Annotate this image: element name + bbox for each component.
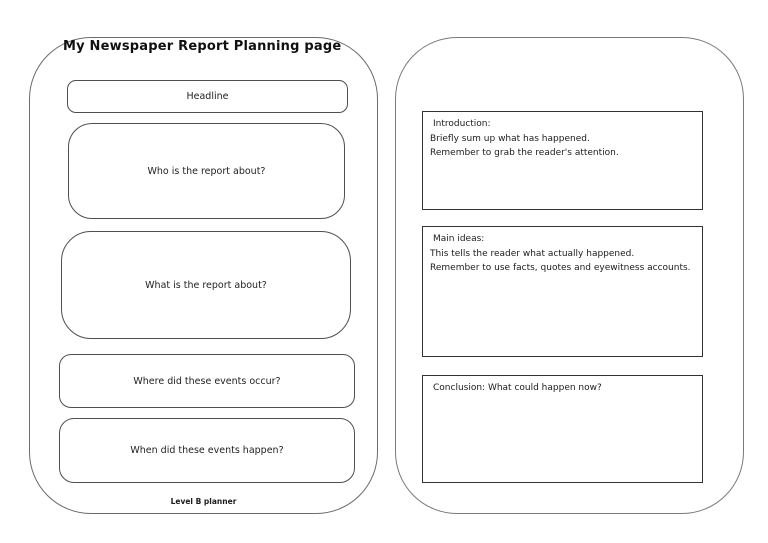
who-box: Who is the report about? xyxy=(68,123,345,219)
main-ideas-line: Remember to use facts, quotes and eyewit… xyxy=(430,263,691,273)
page-title: My Newspaper Report Planning page xyxy=(63,39,342,54)
where-label: Where did these events occur? xyxy=(133,375,281,387)
when-box: When did these events happen? xyxy=(59,418,355,483)
conclusion-heading: Conclusion: What could happen now? xyxy=(433,383,602,393)
left-page: My Newspaper Report Planning page Headli… xyxy=(29,37,378,514)
when-label: When did these events happen? xyxy=(130,445,284,456)
main-ideas-box: Main ideas: This tells the reader what a… xyxy=(422,226,703,357)
what-box: What is the report about? xyxy=(61,231,351,339)
planner-level-footer: Level B planner xyxy=(170,497,237,506)
conclusion-box: Conclusion: What could happen now? xyxy=(422,375,703,483)
introduction-line: Briefly sum up what has happened. xyxy=(430,133,590,144)
introduction-heading: Introduction: xyxy=(433,119,491,129)
headline-label: Headline xyxy=(186,91,229,102)
where-box: Where did these events occur? xyxy=(59,354,355,408)
who-label: Who is the report about? xyxy=(147,165,266,177)
right-page: Introduction: Briefly sum up what has ha… xyxy=(395,37,744,514)
main-ideas-heading: Main ideas: xyxy=(433,234,485,244)
headline-box: Headline xyxy=(67,80,348,113)
introduction-line: Remember to grab the reader's attention. xyxy=(430,148,619,158)
what-label: What is the report about? xyxy=(145,279,267,291)
introduction-box: Introduction: Briefly sum up what has ha… xyxy=(422,111,703,210)
main-ideas-line: This tells the reader what actually happ… xyxy=(430,248,635,259)
